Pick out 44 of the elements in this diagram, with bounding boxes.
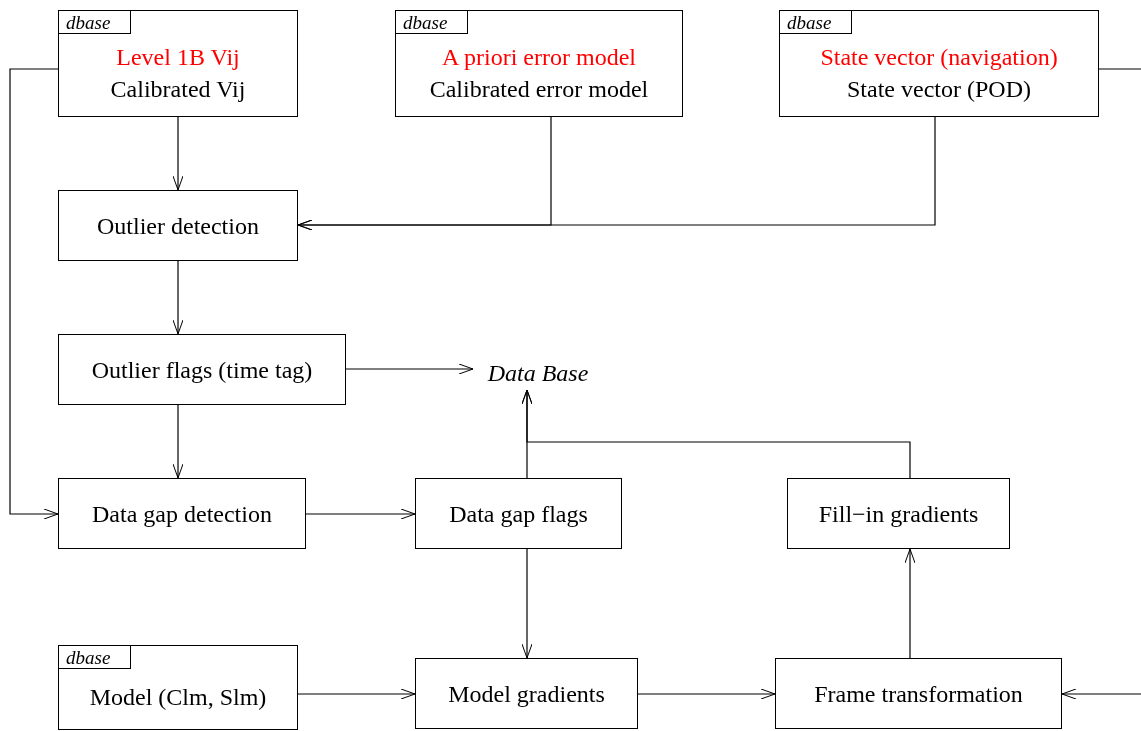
box-text: Fill−in gradients xyxy=(818,499,979,529)
arrow xyxy=(904,548,916,659)
arrow xyxy=(305,508,416,520)
arrow xyxy=(297,688,416,700)
process-box xyxy=(415,478,622,549)
arrow xyxy=(172,260,184,335)
box-text: Data gap detection xyxy=(92,499,272,529)
arrow xyxy=(637,688,776,700)
box-text: Model gradients xyxy=(448,679,605,709)
arrow xyxy=(1061,688,1141,700)
box-text: Calibrated Vij xyxy=(110,74,246,104)
box-text: Data gap flags xyxy=(449,499,588,529)
process-box xyxy=(779,10,1099,117)
box-text: Outlier flags (time tag) xyxy=(91,355,313,385)
dbase-tag: dbase xyxy=(780,11,852,34)
dbase-tag: dbase xyxy=(59,646,131,669)
box-text: Model (Clm, Slm) xyxy=(89,682,267,712)
process-box xyxy=(58,334,346,405)
process-box xyxy=(58,478,306,549)
arrow xyxy=(172,116,184,191)
node-text: Data Base xyxy=(487,359,589,388)
arrow xyxy=(172,404,184,479)
arrow xyxy=(521,548,533,659)
process-box xyxy=(58,10,298,117)
arrow xyxy=(9,68,59,520)
arrow xyxy=(345,363,474,375)
box-text: Outlier detection xyxy=(97,211,259,241)
box-text: State vector (navigation) xyxy=(820,42,1058,72)
arrow xyxy=(521,389,911,479)
box-text: Calibrated error model xyxy=(429,74,649,104)
box-text: Level 1B Vij xyxy=(116,42,240,72)
process-box xyxy=(415,658,638,729)
box-text: A priori error model xyxy=(442,42,636,72)
box-text: State vector (POD) xyxy=(847,74,1031,104)
process-box xyxy=(58,645,298,730)
process-box xyxy=(58,190,298,261)
dbase-tag: dbase xyxy=(59,11,131,34)
connector-line xyxy=(1098,68,1141,70)
arrow xyxy=(297,116,936,231)
process-box xyxy=(395,10,683,117)
process-box xyxy=(787,478,1010,549)
box-text: Frame transformation xyxy=(814,679,1023,709)
process-box xyxy=(775,658,1062,729)
dbase-tag: dbase xyxy=(396,11,468,34)
